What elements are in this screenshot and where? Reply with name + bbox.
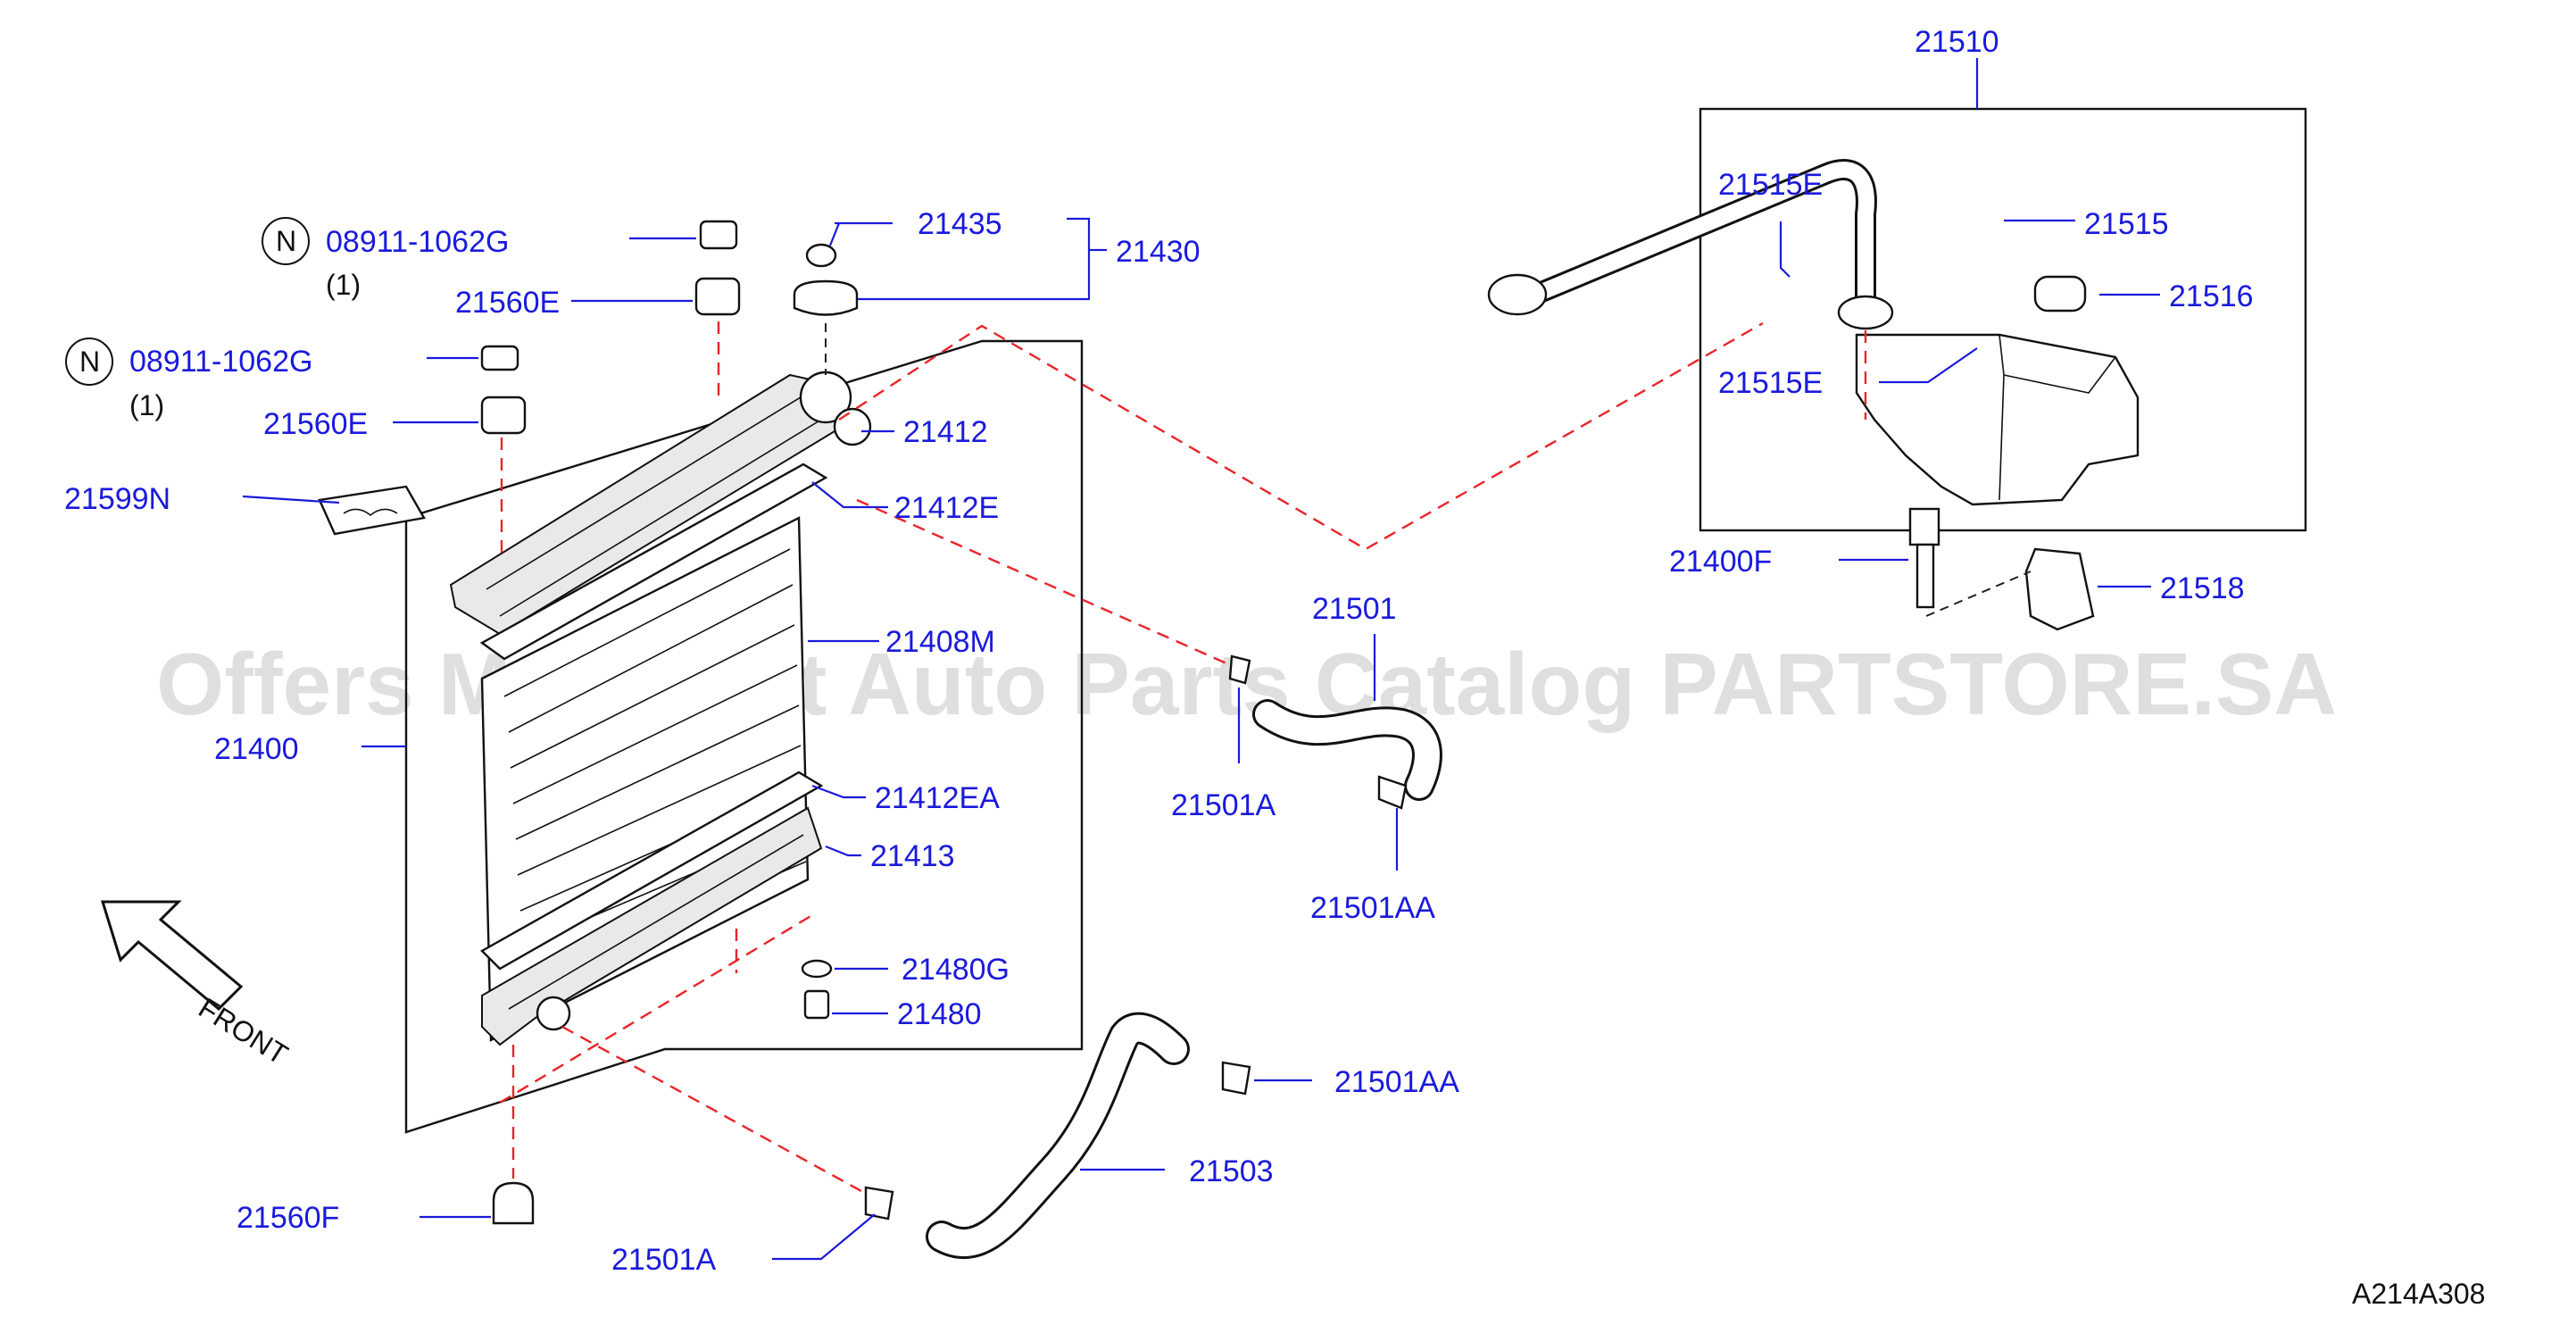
- reservoir-group-box: [1699, 107, 2307, 532]
- reservoir-tank-detail: [1998, 334, 2116, 501]
- reservoir-bracket-group: [1839, 507, 2151, 631]
- lower-hose-group: [772, 1012, 1312, 1261]
- label-bolt-b-qty: (1): [129, 389, 164, 421]
- label-21560F: 21560F: [237, 1201, 339, 1235]
- label-21501AA-a: 21501AA: [1310, 891, 1435, 925]
- reservoir-hose-21515-fill: [1527, 162, 1874, 307]
- upper-hose-fill: [1255, 702, 1440, 798]
- bolt-badge-b-text: N: [79, 346, 100, 378]
- label-21413: 21413: [870, 839, 955, 873]
- leader-21599N: [242, 495, 340, 504]
- reservoir-bracket-21518[interactable]: [2024, 547, 2095, 631]
- gasket-21412EA[interactable]: [480, 771, 824, 971]
- mount-21560E-a[interactable]: [694, 277, 741, 316]
- leader-21412EA: [811, 784, 866, 799]
- label-bolt-a: 08911-1062G: [326, 225, 509, 259]
- upper-mounts-group: N N: [65, 217, 741, 554]
- reservoir-group: [1487, 58, 2307, 532]
- label-21515E-b: 21515E: [1718, 366, 1823, 400]
- lower-tank-rib: [508, 834, 804, 1010]
- dash-upper-to-hose: [856, 498, 1242, 671]
- drain-plug-21480[interactable]: [803, 989, 830, 1020]
- label-21400F: 21400F: [1669, 545, 1772, 579]
- bolt-21400F-shank: [1915, 543, 1935, 609]
- label-bolt-a-qty: (1): [326, 269, 361, 301]
- lower-hose-fill: [928, 1014, 1187, 1257]
- label-21435: 21435: [918, 207, 1002, 241]
- leader-21501A-b: [772, 1213, 876, 1261]
- leader-21435: [828, 222, 841, 246]
- label-21501: 21501: [1312, 592, 1397, 626]
- label-21412: 21412: [903, 415, 988, 449]
- bracket-dash: [1925, 571, 2032, 617]
- clamp-21501A-lower[interactable]: [864, 1186, 894, 1221]
- label-21430: 21430: [1116, 235, 1201, 269]
- upper-outlet[interactable]: [833, 407, 872, 446]
- clamp-21501A-upper[interactable]: [1228, 654, 1251, 685]
- label-bolt-b: 08911-1062G: [129, 345, 312, 379]
- radiator-cap-21430[interactable]: [793, 279, 859, 316]
- caution-label-script: [343, 508, 398, 517]
- nut-08911-b[interactable]: [480, 345, 519, 371]
- upper-hose-group: [1228, 634, 1442, 871]
- washer-21480G[interactable]: [801, 959, 833, 979]
- lower-tank-21413[interactable]: [481, 806, 823, 1046]
- mount-21560F[interactable]: [492, 1181, 535, 1225]
- bolt-21400F-head[interactable]: [1908, 507, 1940, 546]
- clamp-21501AA-upper[interactable]: [1377, 775, 1408, 810]
- bolt-badge-b: [65, 338, 113, 386]
- label-21501AA-b: 21501AA: [1334, 1065, 1459, 1099]
- leader-21412E: [811, 481, 888, 509]
- label-21515E-a: 21515E: [1718, 168, 1823, 202]
- leader-21413: [825, 845, 861, 857]
- bolt-badge-a-text: N: [276, 225, 296, 257]
- mount-21560E-b[interactable]: [480, 396, 527, 435]
- label-21516: 21516: [2169, 279, 2254, 313]
- label-21599N: 21599N: [64, 482, 170, 516]
- gasket-21412E[interactable]: [479, 462, 828, 661]
- bolt-badge-a: [262, 217, 310, 265]
- radiator-group: [361, 217, 1107, 1134]
- label-21412EA: 21412EA: [875, 781, 1000, 815]
- clamp-21515E-upper[interactable]: [1487, 273, 1548, 316]
- label-21501A-b: 21501A: [611, 1243, 717, 1277]
- dash-upper-to-reservoir: [838, 321, 1764, 551]
- clamp-21515E-lower[interactable]: [1837, 295, 1894, 330]
- label-21501A-a: 21501A: [1171, 788, 1276, 822]
- reservoir-tank[interactable]: [1855, 333, 2140, 506]
- label-21515: 21515: [2084, 207, 2169, 241]
- leader-21430: [830, 217, 1107, 301]
- label-21480: 21480: [897, 997, 982, 1031]
- caution-label-21599N[interactable]: [318, 485, 426, 536]
- diagram-code: A214A308: [2352, 1278, 2485, 1310]
- dash-lower-to-hose: [561, 1025, 880, 1203]
- nut-08911-a[interactable]: [699, 220, 738, 250]
- label-21408M: 21408M: [885, 625, 995, 659]
- leader-21515E-a: [1779, 221, 1791, 278]
- label-21560E-b: 21560E: [263, 407, 368, 441]
- radiator-group-outline: [404, 339, 1084, 1134]
- leader-21515E-b: [1879, 347, 1978, 384]
- lower-hose-21503[interactable]: [926, 1012, 1190, 1259]
- label-21518: 21518: [2160, 571, 2245, 605]
- reservoir-cap-21516[interactable]: [2033, 275, 2087, 312]
- label-21480G: 21480G: [902, 953, 1010, 987]
- upper-tank-ribs: [486, 392, 822, 617]
- label-21510: 21510: [1915, 25, 1999, 59]
- lower-outlet[interactable]: [536, 996, 571, 1031]
- label-21503: 21503: [1189, 1154, 1274, 1188]
- clamp-21501AA-lower[interactable]: [1221, 1061, 1251, 1096]
- front-arrow-icon: [100, 900, 244, 1012]
- label-21400: 21400: [214, 732, 299, 766]
- cap-seal-21435[interactable]: [805, 243, 837, 268]
- label-21412E: 21412E: [894, 491, 999, 525]
- front-label: FRONT: [193, 991, 294, 1071]
- label-21560E-a: 21560E: [455, 286, 560, 320]
